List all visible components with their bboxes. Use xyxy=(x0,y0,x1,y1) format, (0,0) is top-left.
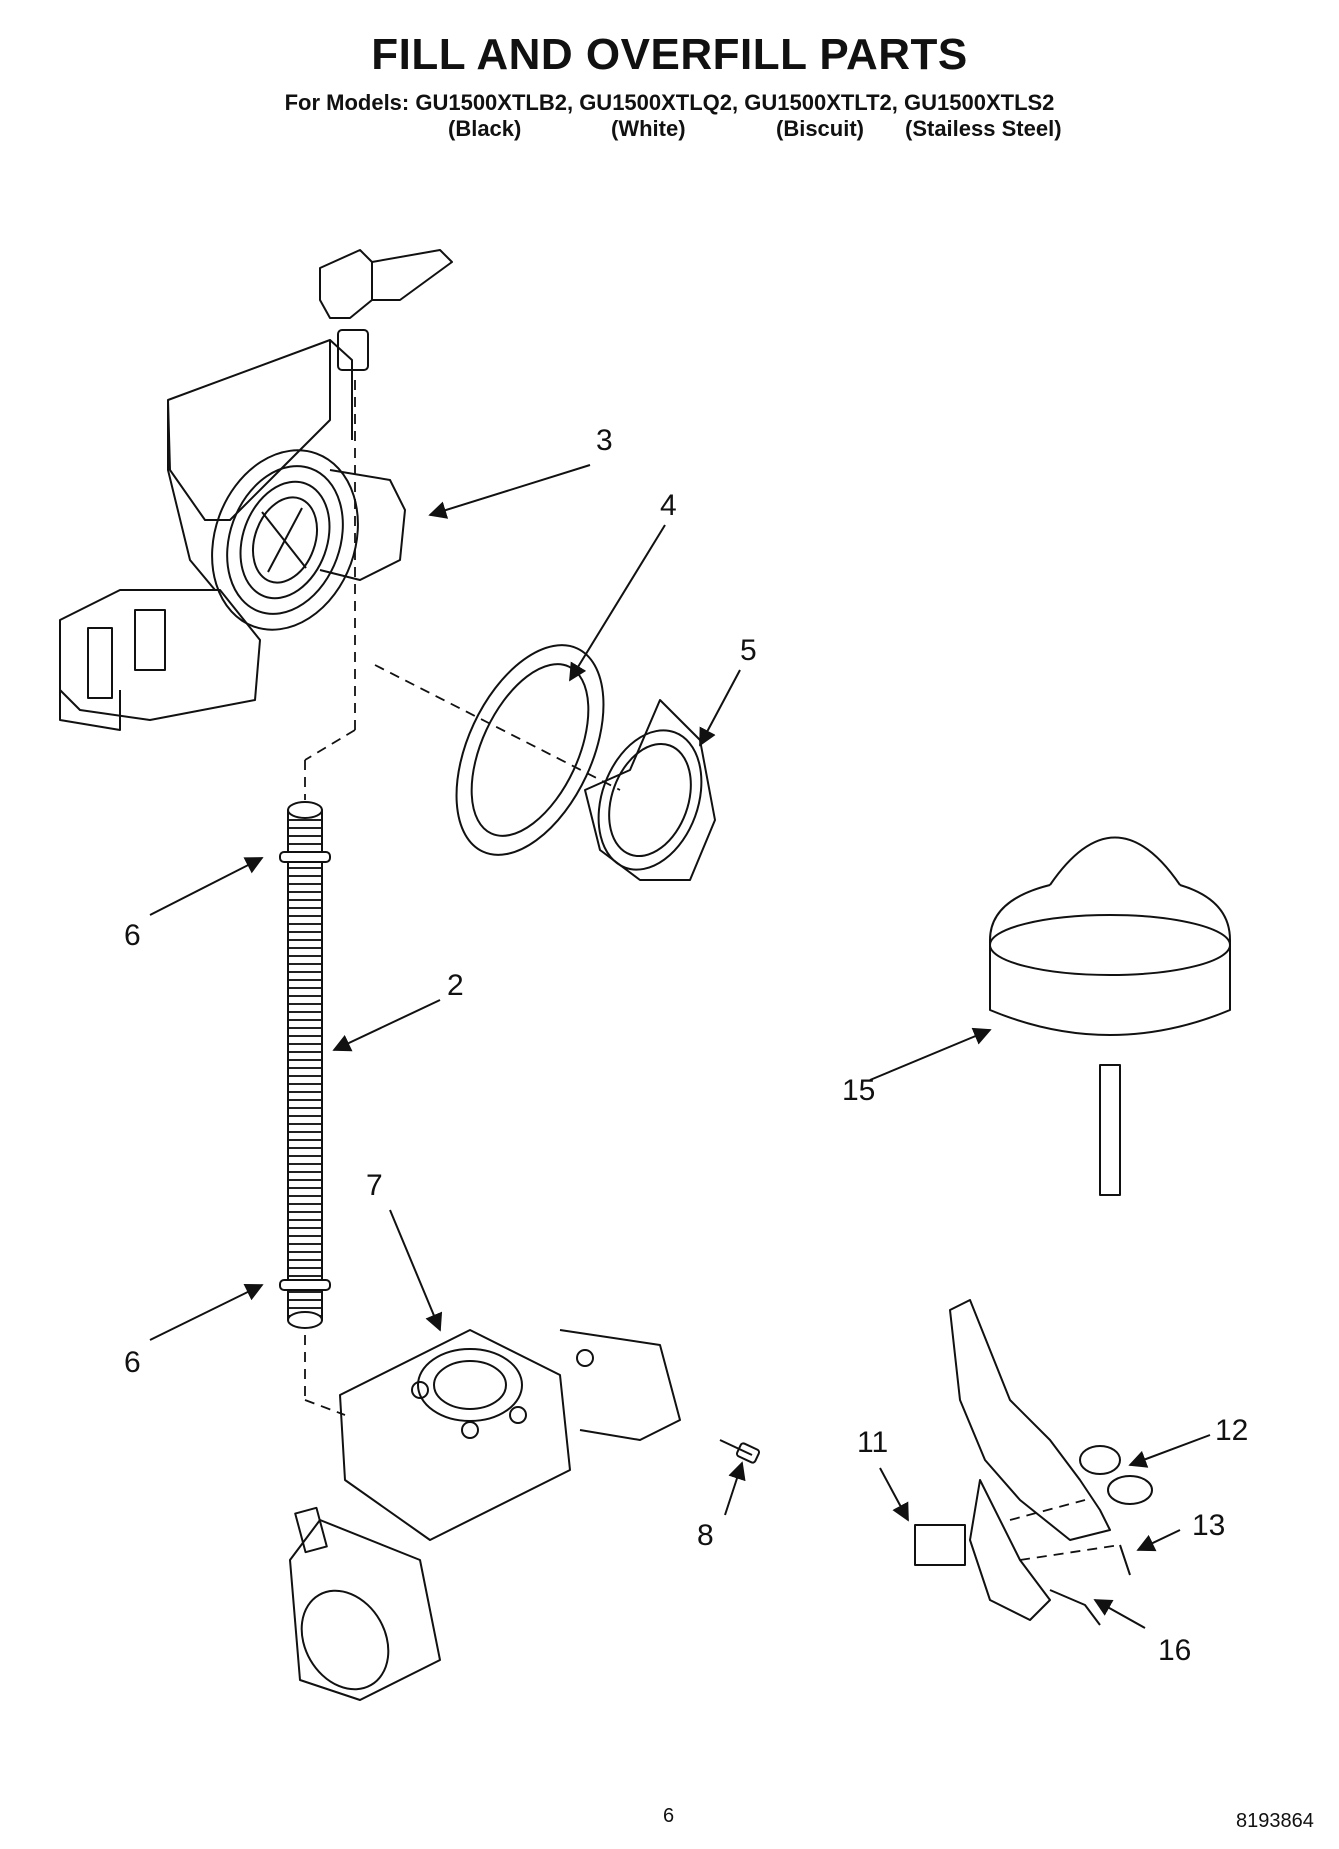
color-black: (Black) xyxy=(448,116,522,141)
nut-part xyxy=(584,699,716,881)
page-number: 6 xyxy=(663,1805,675,1827)
page-title: FILL AND OVERFILL PARTS xyxy=(371,30,968,79)
callout-5: 5 xyxy=(740,634,757,667)
screw-part xyxy=(719,1439,761,1464)
callout-8: 8 xyxy=(697,1519,714,1552)
color-biscuit: (Biscuit) xyxy=(776,116,864,141)
callout-16: 16 xyxy=(1158,1634,1191,1667)
callout-6-bottom: 6 xyxy=(124,1346,141,1379)
microswitch-part xyxy=(914,1524,966,1566)
switch-bracket-part xyxy=(914,1299,1153,1626)
float-part xyxy=(989,836,1231,1196)
water-valve-part xyxy=(289,1329,681,1701)
small-screw-part xyxy=(1119,1544,1131,1576)
callout-4: 4 xyxy=(660,489,677,522)
alignment-lines xyxy=(304,380,1121,1561)
callout-3: 3 xyxy=(596,424,613,457)
gasket-part xyxy=(455,644,605,856)
callout-11: 11 xyxy=(857,1426,888,1459)
models-line: For Models: GU1500XTLB2, GU1500XTLQ2, GU… xyxy=(284,90,1055,115)
color-white: (White) xyxy=(611,116,686,141)
hose-clamp-top xyxy=(279,851,331,863)
document-number: 8193864 xyxy=(1236,1810,1314,1832)
callout-7: 7 xyxy=(366,1169,383,1202)
color-stainless: (Stailess Steel) xyxy=(905,116,1062,141)
callout-13: 13 xyxy=(1192,1509,1225,1542)
callout-2: 2 xyxy=(447,969,464,1002)
hose-clamp-bottom xyxy=(279,1279,331,1291)
callout-6-top: 6 xyxy=(124,919,141,952)
callout-12: 12 xyxy=(1215,1414,1248,1447)
lever-part xyxy=(1049,1589,1101,1626)
fitting-part xyxy=(1079,1445,1121,1475)
hose-part xyxy=(279,801,331,1329)
callout-15: 15 xyxy=(842,1074,875,1107)
callout-arrows xyxy=(149,464,1211,1629)
fill-funnel-part xyxy=(59,249,453,731)
